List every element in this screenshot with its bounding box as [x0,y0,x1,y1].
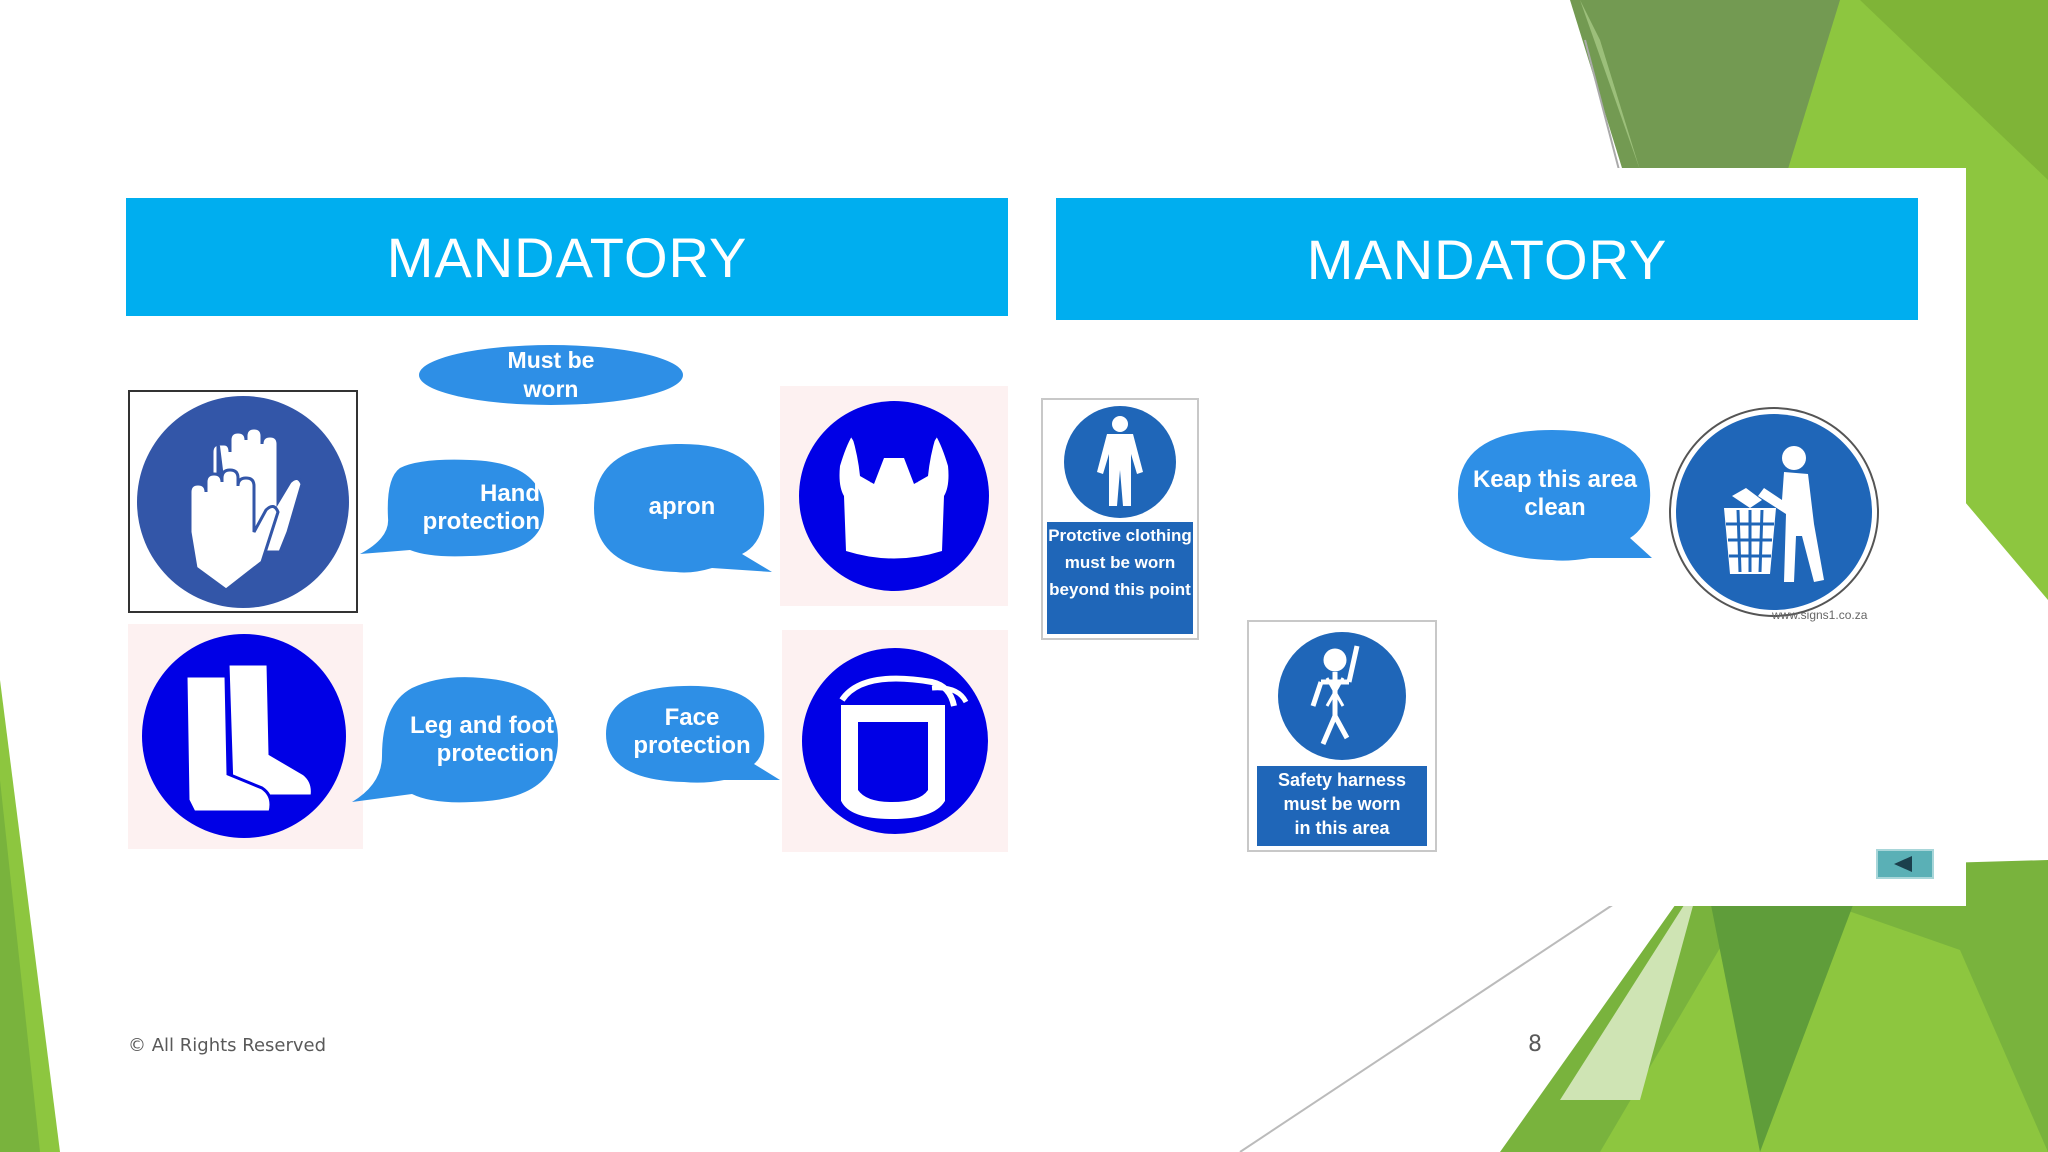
leg-foot-protection-bubble: Leg and foot protection [352,674,560,806]
hand-protection-text: Hand protection [422,480,540,535]
leg-foot-protection-text: Leg and foot protection [410,712,554,767]
protective-suit-icon [1097,416,1143,506]
protective-clothing-caption: Protctive clothing must be worn beyond t… [1047,522,1193,634]
back-nav-button[interactable] [1876,849,1934,879]
apron-text: apron [648,493,716,520]
safety-harness-icon [1310,645,1360,745]
apron-bubble: apron [592,442,772,574]
must-be-worn-bubble: Must be worn [418,344,684,406]
page-number: 8 [1528,1032,1542,1057]
face-shield-sign [782,630,1008,852]
litter-bin-sign [1666,404,1882,620]
gloves-sign [128,390,358,613]
boots-sign [128,624,363,849]
protective-clothing-sign: Protctive clothing must be worn beyond t… [1041,398,1199,640]
face-protection-text: Face protection [633,704,751,759]
hand-protection-bubble: Hand protection [360,458,546,558]
safety-harness-sign: Safety harness must be worn in this area [1247,620,1437,852]
apron-sign [780,386,1008,606]
right-banner-title: MANDATORY [1056,198,1918,320]
boots-icon [184,662,314,814]
keep-area-clean-text: Keap this area clean [1472,466,1638,521]
website-credit: www.signs1.co.za [1772,608,1868,622]
left-banner-title: MANDATORY [126,198,1008,316]
copyright-footer: © All Rights Reserved [128,1035,327,1056]
back-arrow-icon [1894,856,1912,872]
gloves-icon [188,426,304,592]
face-protection-bubble: Face protection [604,684,780,784]
safety-harness-caption: Safety harness must be worn in this area [1257,766,1427,846]
face-shield-icon [839,675,969,820]
apron-icon [839,436,949,559]
must-be-worn-text: Must be worn [507,347,595,402]
keep-area-clean-bubble: Keap this area clean [1456,428,1654,562]
